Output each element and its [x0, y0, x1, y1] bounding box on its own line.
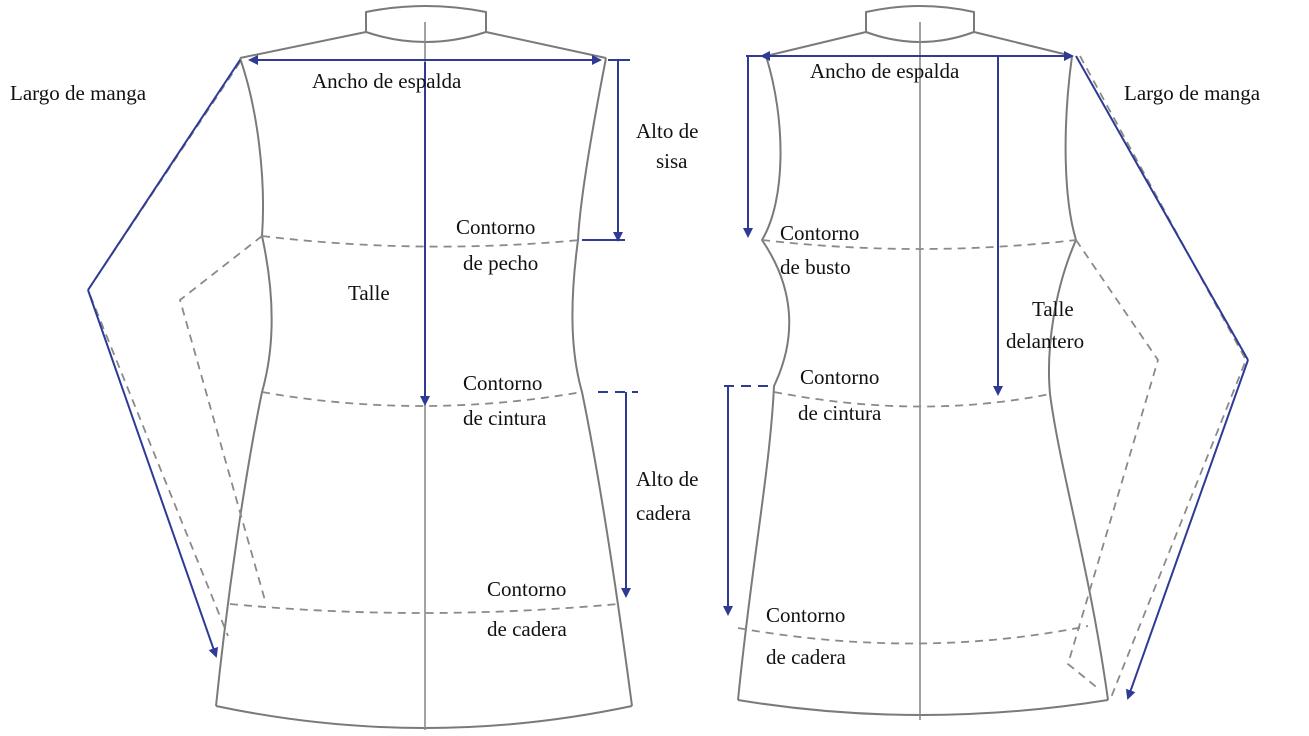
- back-label-largo-manga: Largo de manga: [10, 81, 147, 105]
- back-collar: [365, 5, 487, 43]
- front-bust-contour: [761, 239, 1077, 250]
- back-label-contorno-cadera-1: Contorno: [487, 577, 566, 601]
- front-view: Ancho de espalda Largo de manga Contorno…: [723, 5, 1261, 720]
- front-label-contorno-cadera-1: Contorno: [766, 603, 845, 627]
- back-body-right-side: [571, 57, 633, 707]
- back-label-alto-cadera-2: cadera: [636, 501, 691, 525]
- front-sleeve-length-arrow-upper: [1075, 55, 1249, 361]
- front-sleeve-inner: [1066, 239, 1159, 691]
- back-label-talle: Talle: [348, 281, 390, 305]
- front-label-contorno-cadera-2: de cadera: [766, 645, 847, 669]
- back-label-contorno-cintura-2: de cintura: [463, 406, 547, 430]
- back-hem: [215, 705, 633, 729]
- front-waist-contour: [773, 391, 1051, 408]
- back-shoulder-right: [485, 31, 607, 59]
- front-label-largo-manga: Largo de manga: [1124, 81, 1261, 105]
- back-shoulder-left: [239, 31, 367, 59]
- front-label-contorno-busto-2: de busto: [780, 255, 851, 279]
- front-label-ancho-espalda: Ancho de espalda: [810, 59, 960, 83]
- back-body-left-side: [215, 57, 273, 707]
- front-label-contorno-cintura-1: Contorno: [800, 365, 879, 389]
- back-sleeve-length-arrow: [87, 59, 241, 291]
- back-label-alto-cadera-1: Alto de: [636, 467, 698, 491]
- front-shoulder-left: [765, 31, 867, 57]
- back-hip-contour: [229, 603, 619, 614]
- front-hem: [737, 699, 1109, 716]
- back-label-ancho-espalda: Ancho de espalda: [312, 69, 462, 93]
- back-label-contorno-cintura-1: Contorno: [463, 371, 542, 395]
- back-label-alto-sisa-2: sisa: [656, 149, 688, 173]
- back-sleeve-length-arrow-lower: [87, 289, 219, 658]
- back-waist-contour: [261, 391, 583, 407]
- front-sleeve-length-arrow-lower: [1125, 359, 1249, 700]
- front-label-talle-delantero-2: delantero: [1006, 329, 1084, 353]
- back-sleeve-inner: [178, 235, 267, 605]
- front-label-talle-delantero-1: Talle: [1032, 297, 1074, 321]
- front-sleeve-outer: [1079, 55, 1247, 701]
- back-label-contorno-cadera-2: de cadera: [487, 617, 568, 641]
- back-chest-contour: [261, 235, 581, 248]
- back-sleeve-outer: [86, 61, 241, 637]
- back-label-alto-sisa-1: Alto de: [636, 119, 698, 143]
- front-label-contorno-cintura-2: de cintura: [798, 401, 882, 425]
- front-shoulder-right: [973, 31, 1073, 57]
- front-label-contorno-busto-1: Contorno: [780, 221, 859, 245]
- front-body-right-side: [1048, 55, 1109, 701]
- back-label-contorno-pecho-1: Contorno: [456, 215, 535, 239]
- front-body-left-side: [737, 55, 791, 701]
- back-view: Ancho de espalda Largo de manga Alto de …: [10, 5, 698, 730]
- back-label-contorno-pecho-2: de pecho: [463, 251, 538, 275]
- front-hip-contour: [737, 625, 1089, 645]
